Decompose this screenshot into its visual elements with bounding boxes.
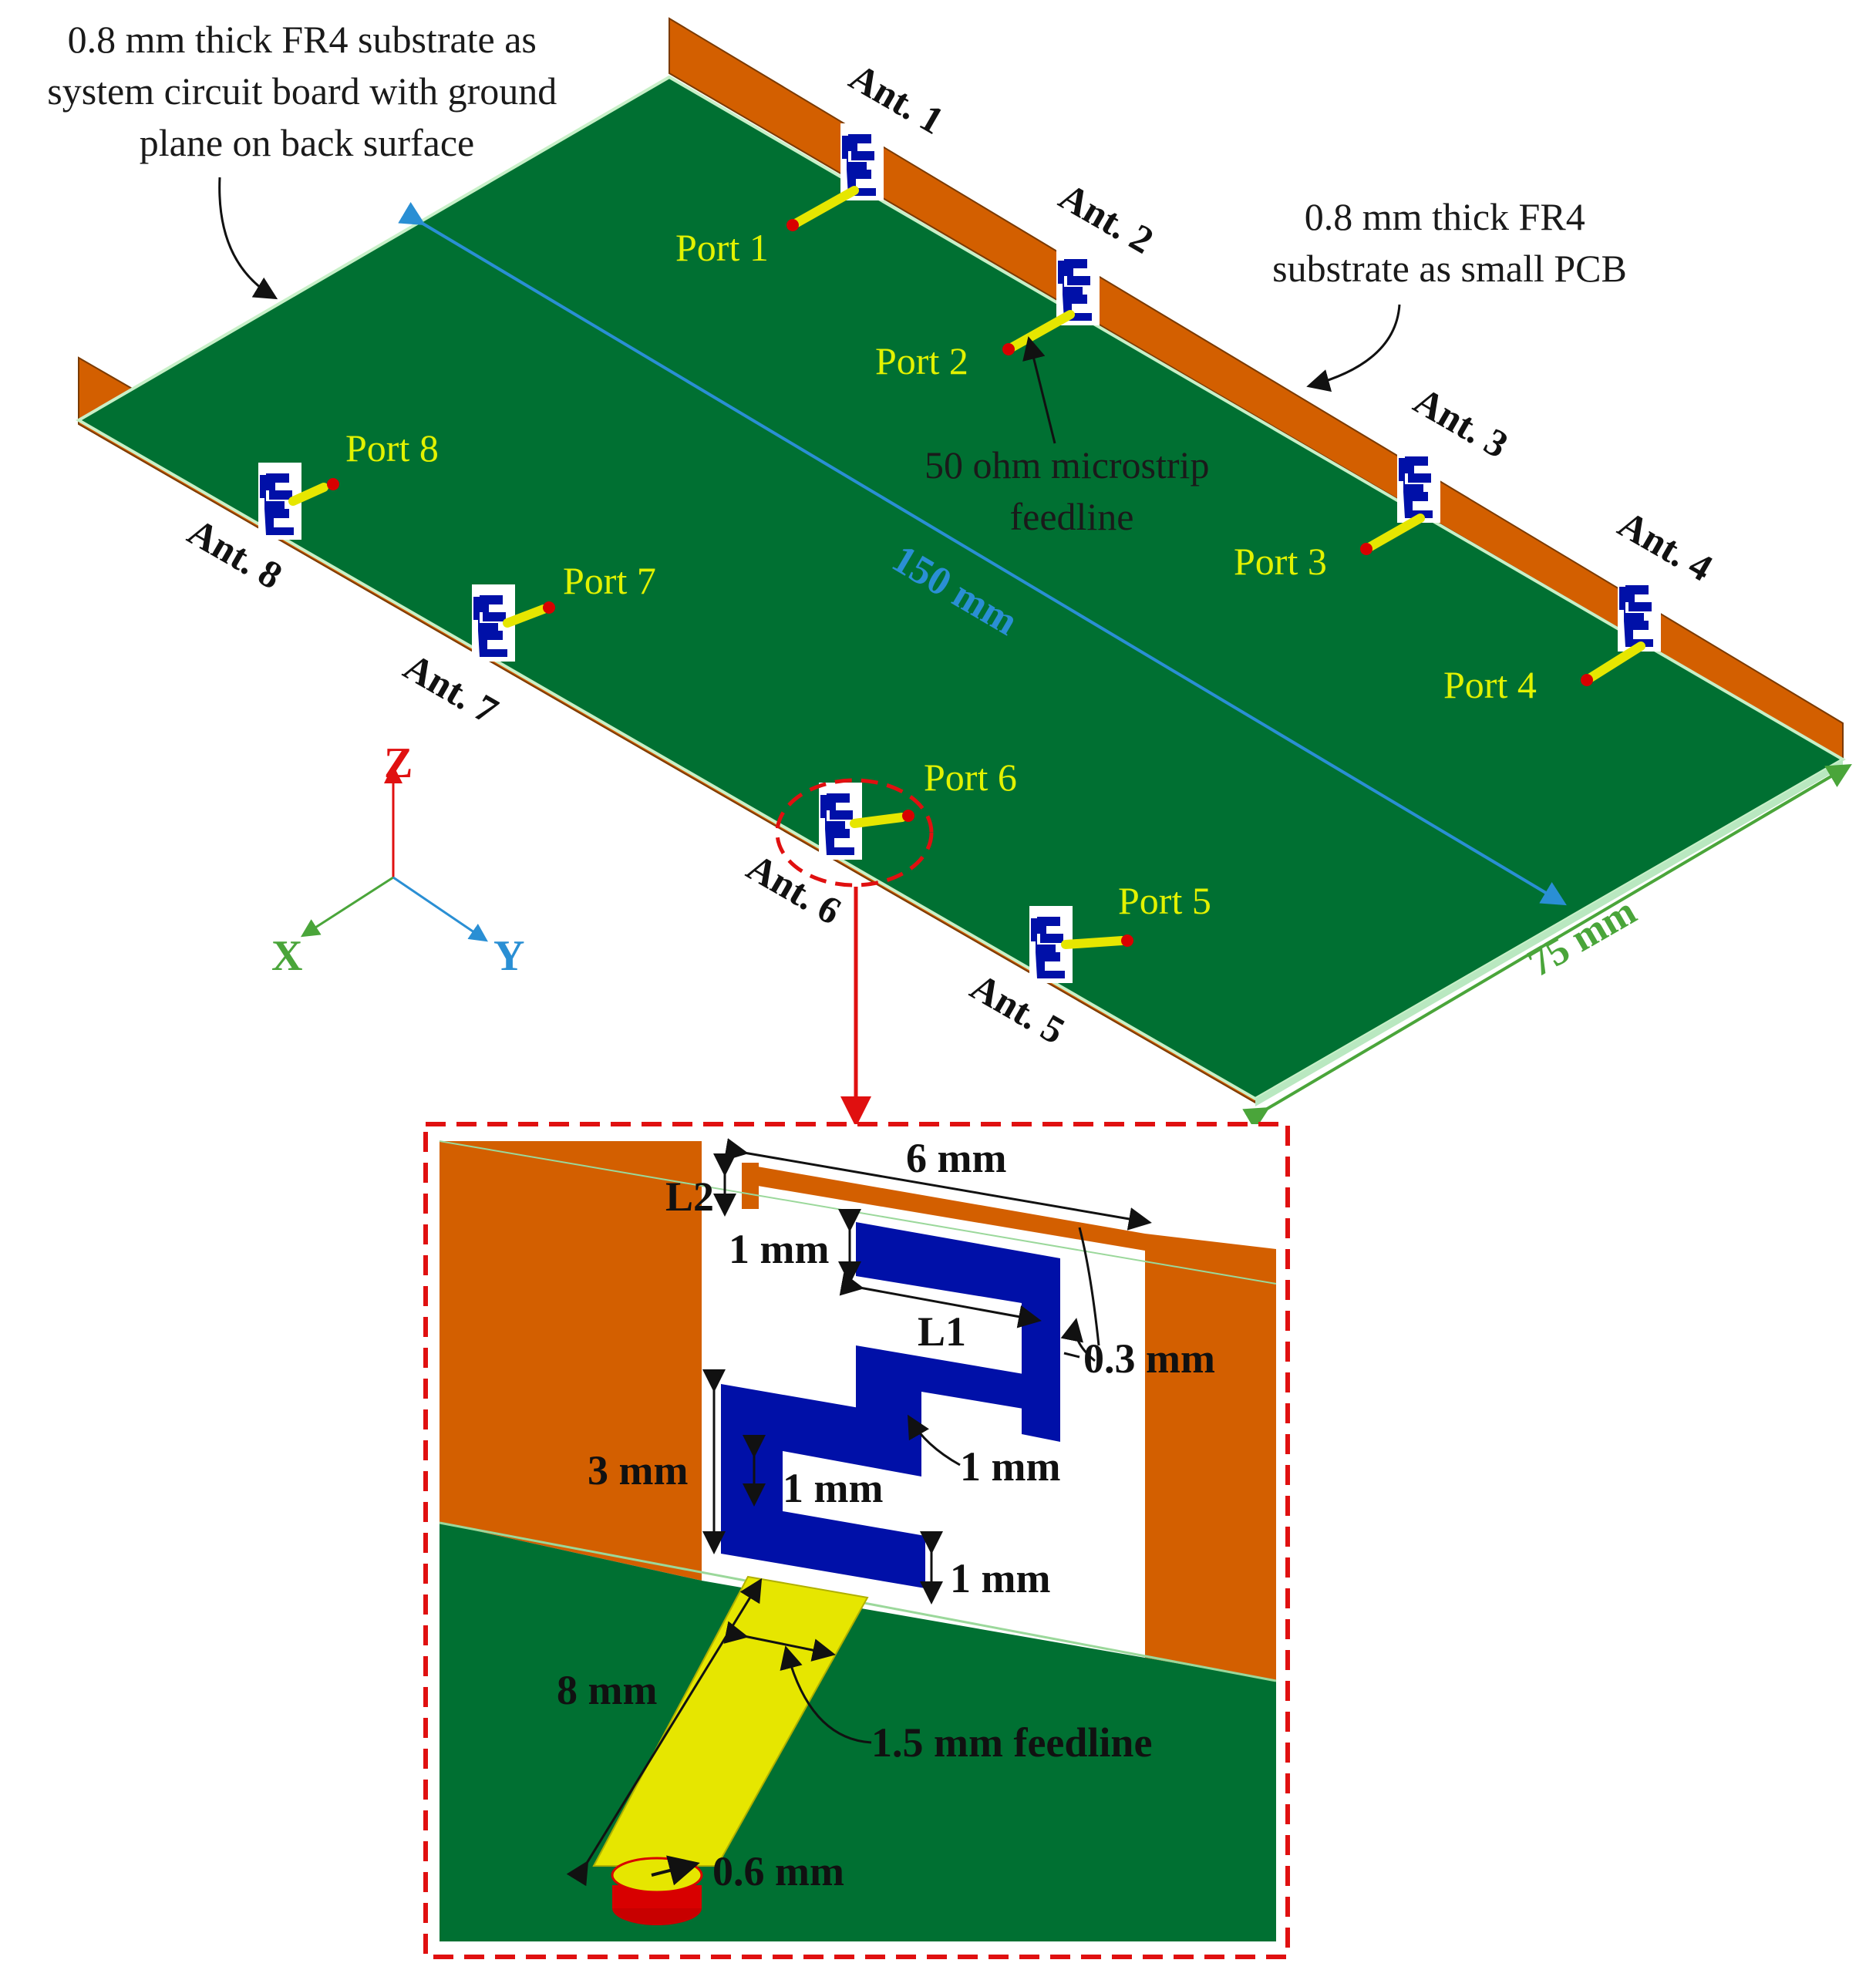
system-board-pointer bbox=[218, 177, 278, 300]
port-3-label: Port 3 bbox=[1234, 540, 1327, 583]
port-7-label: Port 7 bbox=[563, 559, 656, 602]
small-pcb-pointer bbox=[1306, 304, 1401, 392]
coordinate-axes: Z X Y bbox=[271, 739, 524, 980]
dim-1mm-mid: 1 mm bbox=[960, 1443, 1060, 1490]
dim-0-3mm: 0.3 mm bbox=[1083, 1335, 1215, 1382]
detail-left-fr4 bbox=[440, 1141, 702, 1581]
dim-6mm: 6 mm bbox=[906, 1135, 1006, 1181]
port-1-label: Port 1 bbox=[675, 226, 769, 269]
antenna-3 bbox=[1397, 446, 1440, 523]
width-dimension-line bbox=[1242, 763, 1852, 1130]
dim-L2: L2 bbox=[665, 1174, 714, 1220]
ant-6-highlight bbox=[775, 778, 934, 887]
small-pcb-note: 0.8 mm thick FR4 substrate as small PCB bbox=[1272, 195, 1627, 290]
port-4-label: Port 4 bbox=[1443, 663, 1537, 706]
microstrip-pointer bbox=[1022, 336, 1056, 444]
port-6-label: Port 6 bbox=[924, 756, 1017, 799]
detail-dimension-lines bbox=[566, 1138, 1152, 1887]
dim-0-6mm: 0.6 mm bbox=[712, 1848, 844, 1894]
dim-3mm: 3 mm bbox=[588, 1447, 688, 1493]
dim-feedline: 1.5 mm feedline bbox=[871, 1719, 1152, 1766]
axis-y-label: Y bbox=[493, 932, 524, 980]
dim-1mm-top: 1 mm bbox=[729, 1226, 829, 1272]
detail-stub-end bbox=[742, 1163, 759, 1209]
dim-L1: L1 bbox=[918, 1308, 966, 1355]
port-5-label: Port 5 bbox=[1118, 879, 1211, 922]
detail-meander-antenna bbox=[721, 1222, 1060, 1588]
detail-inset: 6 mm L2 1 mm L1 0.3 mm 1 mm 3 mm 1 mm 1 … bbox=[423, 1122, 1290, 1959]
axis-x-label: X bbox=[271, 932, 302, 980]
antenna-4 bbox=[1618, 574, 1661, 652]
dim-1mm-bottom: 1 mm bbox=[950, 1555, 1050, 1601]
axis-z-label: Z bbox=[384, 739, 413, 787]
dim-8mm: 8 mm bbox=[557, 1667, 657, 1713]
system-board-note: 0.8 mm thick FR4 substrate as system cir… bbox=[47, 18, 567, 164]
port-8-label: Port 8 bbox=[345, 426, 439, 470]
detail-right-fr4 bbox=[1145, 1234, 1276, 1681]
port-2-label: Port 2 bbox=[875, 339, 968, 382]
microstrip-note: 50 ohm microstrip feedline bbox=[925, 443, 1219, 538]
main-board-view: 150 mm 75 mm 0.8 mm thick FR4 substrate … bbox=[47, 17, 1852, 1130]
antenna-1 bbox=[840, 123, 884, 200]
dim-1mm-inner: 1 mm bbox=[783, 1465, 883, 1511]
